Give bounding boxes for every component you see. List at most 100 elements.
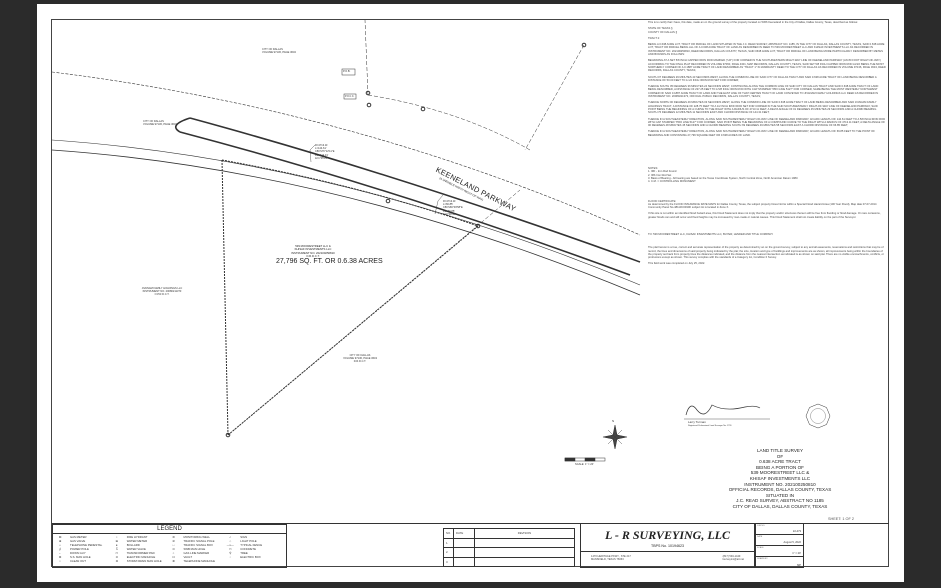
city-tract-line [227,189,521,436]
legend-item: ⊡VAULT [170,555,227,559]
legend-column: ⊠GAS METER⊕GAS VALVE□TELEPHONE PEDESTAL∮… [56,535,113,563]
legend-column: ⌿SIGN☼LIGHT POLE—x—TYPICAL FENCE▭CONCRET… [226,535,283,563]
field-key: JOB NO. [757,525,766,527]
scale-label: SCALE: 1" = 20' [575,463,594,466]
tract-heading: TRACT 2: [648,36,660,40]
iron-rod-marker [225,432,231,438]
legend-label: ELECTRIC BOX [240,555,261,559]
legend-label: TRAFFIC SIGNAL BOX [183,543,213,547]
company-license: TBPS No. 10194623 [581,544,754,552]
north-label: N [612,419,615,423]
legend-label: POWER POLE [70,547,89,551]
legend-label: GAS LINE MARKER [183,551,210,555]
legend-item: ⌿SIGN [226,535,283,539]
title-line: INSTRUMENT NO. 202100250810 [744,481,816,487]
description-paragraph: THENCE SOUTH 05 DEGREES 36 MINUTES 24 SE… [648,85,879,99]
flood-certificate: FLOOD CERTIFICATE:As determined by the F… [648,200,886,210]
parcel-owner-label: 539 MOORESTREET LLC &KHISAF INVESTMENTS … [283,244,343,259]
legend-symbol-icon: ▫ [229,555,231,559]
iron-rod-marker [385,198,391,204]
row-line-south [51,149,641,296]
road-curb-south [179,131,631,276]
curve-line: L=144.61' [315,147,327,151]
legend-label: TELEPHONE MANHOLE [183,559,216,563]
legend-item: ⊠GAS METER [56,535,113,539]
owner-line: 539 MOORESTREET LLC & [295,244,331,248]
legend-item: ▫ ELECTRIC BOX [226,555,283,559]
owner-line: KHISAF INVESTMENTS LLC [294,247,332,252]
email: lsurveyinc@att.net [722,558,744,562]
title-line: CITY OF DALLAS, DALLAS COUNTY, TEXAS [732,503,828,509]
legend-symbol-icon: ⊙ [172,547,175,551]
iron-rod-marker [366,102,372,108]
curve-line: CB=S69°49'58"E [443,206,463,210]
legend-label: MONITORING WELL [183,535,211,539]
flood-title: FLOOD CERTIFICATE: [648,199,677,203]
legend-title: LEGEND [53,525,286,534]
field-key: DRAWN BY [757,558,768,560]
intro-text: This is to certify that I have, this dat… [648,21,858,24]
pob-label: P.O.B. [343,70,351,73]
label-line: VOLUME 97136, PAGE 3643 [343,357,377,361]
row-line-north [51,71,641,236]
legend-item: ∮POWER POLE [56,547,113,551]
legend-label: WATER METER [126,539,148,543]
legend-item: ⊼WATER VALVE [113,547,170,551]
legend-symbol-icon: —x— [226,543,234,547]
surveyor-certification: The plat hereon is a true, correct and a… [648,246,884,260]
surveyor-seal [805,403,831,429]
revision-no: 1. [443,537,454,548]
legend-label: STORM DRAIN MAN HOLE [126,559,162,563]
legend-label: TELEPHONE PEDESTAL [70,543,103,547]
legend-column: ⊛MONITORING WELL⊘TRAFFIC SIGNAL POLE□TRA… [170,535,227,563]
legend-label: TYPICAL FENCE [240,543,263,547]
phone: (817) 594-1449 [722,555,741,558]
legend-label: WATER VALVE [126,547,146,551]
flood-text: As determined by the FLOOD INSURANCE RAT… [648,202,877,210]
legend-symbol-icon: □ [59,543,61,547]
label-line: VOLUME 97136, PAGE 3643 [143,123,177,127]
revision-no: 3. [443,556,454,567]
surveyor-title: Registered Professional Land Surveyor No… [688,425,732,427]
curve-line: R=4713.11' [315,144,329,147]
revision-desc [473,556,575,567]
legend-symbol-icon: ⌿ [229,535,232,539]
legend-label: ELECTRIC MANHOLE [126,555,156,559]
sheet-number: SHEET: 1 OF 2 [828,517,854,521]
legend-label: GAS VALVE [70,539,86,543]
legend-item: ▭CONCRETE [226,547,283,551]
legend-label: DOWN GUY [70,551,86,555]
legend-symbol-icon: ○ [172,551,175,555]
revision-date [452,537,475,548]
surveyor-name: Larry Turman [688,420,706,424]
legend-symbol-icon: ⊘ [172,539,175,543]
legend-item: ♁FIRE HYDRANT [113,535,170,539]
title-line: LAND TITLE SURVEY [756,448,804,453]
title-line: 539 MOORESTREET LLC & [750,470,810,476]
legend-item: ⊙ELECTRIC MANHOLE [113,555,170,559]
title-line: OFFICIAL RECORDS, DALLAS COUNTY, TEXAS [728,487,832,493]
field-value: 1" = 20' [792,552,801,555]
description-paragraph: THENCE IN A SOUTHEASTERLY DIRECTION, ALO… [648,117,886,128]
legend: LEGEND ⊠GAS METER⊕GAS VALVE□TELEPHONE PE… [52,524,287,568]
legend-symbol-icon: ⊡ [172,555,175,559]
revision-no: 2. [443,547,454,558]
owner-line: INSTRUMENT NO. 202100250810 [291,250,335,255]
field-value: MP [797,564,801,567]
curve-line: Δ=0°48'45" [443,212,456,216]
note: 4. C.M. = CONTROLLING MONUMENT [648,180,696,184]
legend-symbol-icon: ⊗ [58,555,62,559]
iron-rod-marker [475,223,481,229]
document-page [37,4,904,582]
parcel-area: 27,796 SQ. FT. OR 0.6.38 ACRES [276,258,383,265]
curve-line: R=4713.11' [443,200,457,203]
header-revision: REVISION [473,528,575,539]
